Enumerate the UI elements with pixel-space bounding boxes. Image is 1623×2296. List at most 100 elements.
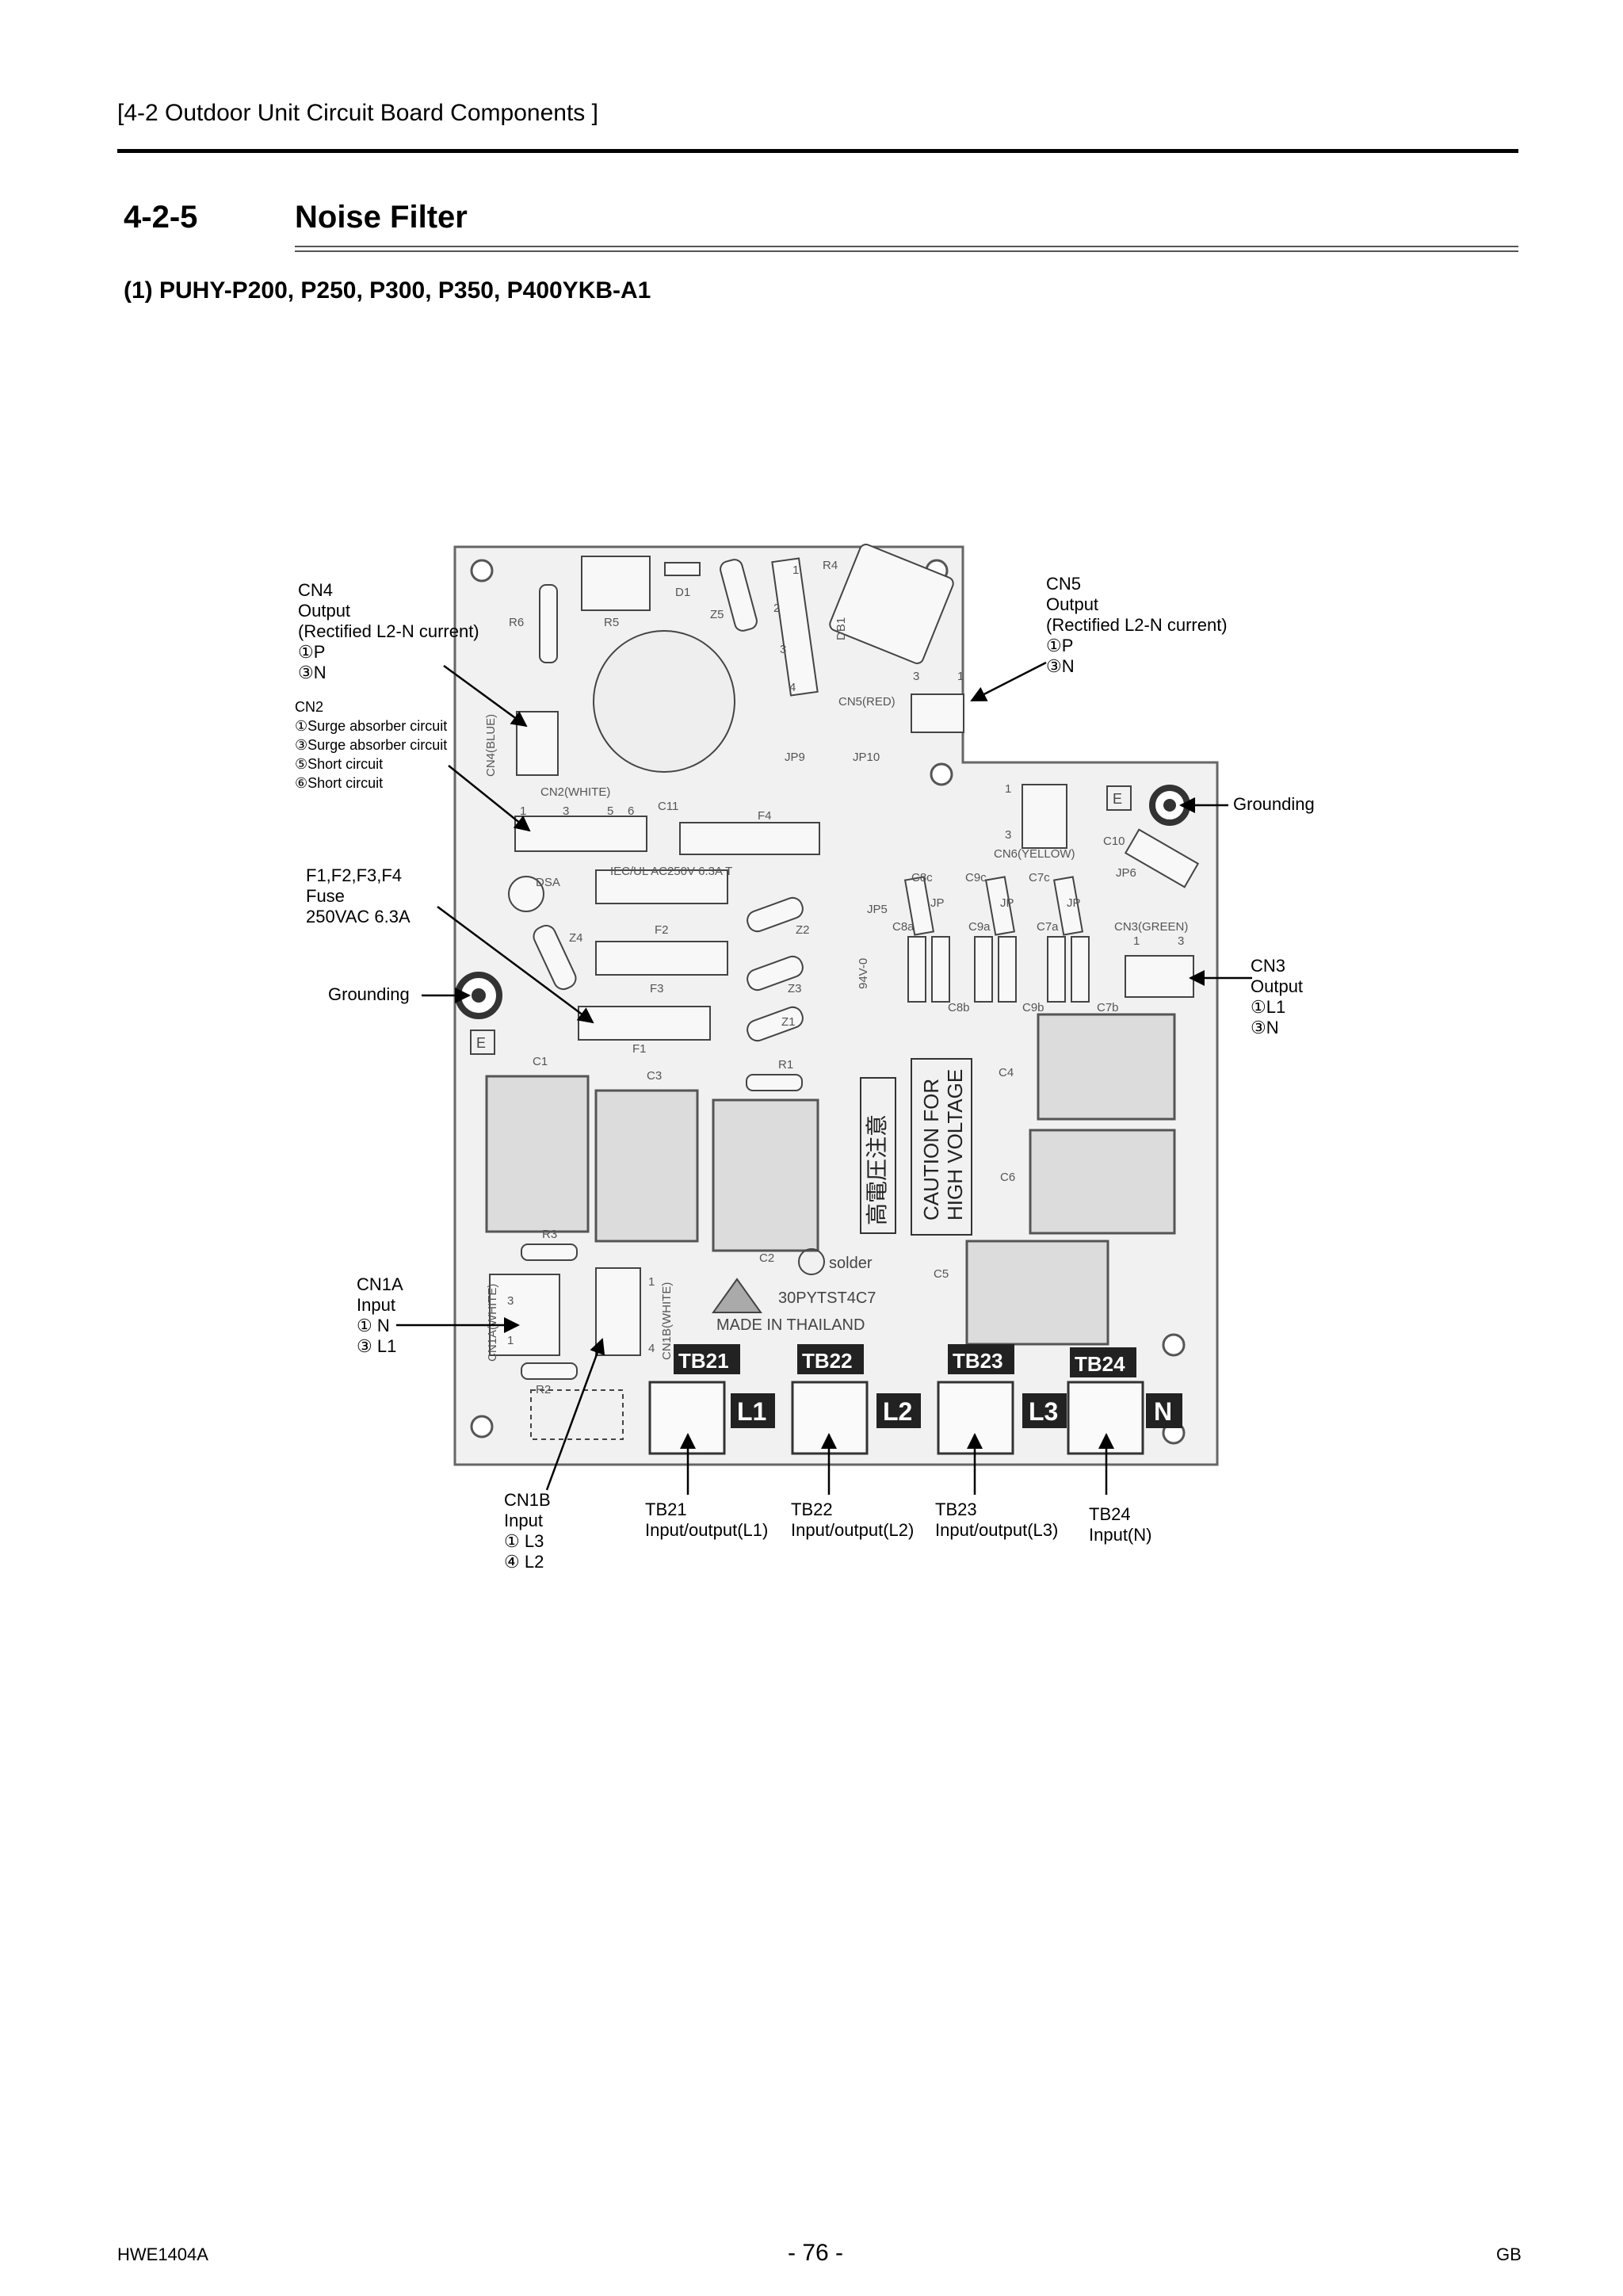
fuse-rating: 250VAC 6.3A	[306, 907, 411, 926]
fuse-name: F1,F2,F3,F4	[306, 865, 403, 885]
n-tag	[1146, 1393, 1182, 1428]
cn2-name: CN2	[295, 699, 324, 715]
cn5-role: Output	[1046, 594, 1099, 614]
n-silk: N	[1154, 1397, 1172, 1426]
capacitor-c1	[485, 1075, 590, 1233]
cn4-pin3: ③N	[298, 663, 327, 682]
cn1b-role: Input	[504, 1511, 543, 1530]
cn3-label: CN3 Output ①L1 ③N	[1251, 956, 1303, 1038]
region-code: GB	[1496, 2244, 1522, 2264]
cn2-pin6: ⑥Short circuit	[295, 775, 384, 791]
silk-c9b: C9b	[1022, 1001, 1044, 1014]
silk-pin: 5	[607, 804, 613, 818]
silk-db1: DB1	[834, 617, 848, 640]
cn1b-pin1: ① L3	[504, 1531, 544, 1551]
tb21-silk: TB21	[678, 1349, 729, 1373]
silk-c7b: C7b	[1097, 1001, 1119, 1014]
silk-pin: 1	[1005, 782, 1011, 796]
kanji-caution: 高電圧注意	[865, 1114, 889, 1225]
tb23-silk: TB23	[953, 1349, 1003, 1373]
silk-pin: 1	[520, 804, 526, 818]
electrolytic-capacitor	[593, 630, 735, 773]
cn4-label: CN4 Output (Rectified L2-N current) ①P ③…	[298, 580, 479, 683]
silk-cn6: CN6(YELLOW)	[994, 847, 1075, 861]
kanji-panel	[860, 1077, 896, 1234]
silk-cn5: CN5(RED)	[838, 695, 896, 709]
section-number: 4-2-5	[124, 200, 198, 235]
arrow-cn2	[448, 765, 531, 832]
silk-c5: C5	[934, 1267, 949, 1281]
tb24-role: Input(N)	[1089, 1525, 1152, 1545]
arrow-fuse	[437, 905, 594, 1024]
grounding-right-label: Grounding	[1233, 794, 1315, 814]
zener-z5	[720, 559, 758, 632]
caution-line-1: CAUTION FOR	[919, 1079, 943, 1221]
silk-pin: 3	[913, 670, 919, 683]
resistor-r6	[539, 584, 558, 663]
cn3-pin1: ①L1	[1251, 997, 1286, 1017]
grounding-left-label: Grounding	[328, 984, 410, 1004]
tb23-tag	[948, 1344, 1014, 1374]
r5-block	[581, 556, 651, 611]
logo-triangle	[712, 1278, 762, 1313]
silk-dsa: DSA	[536, 876, 560, 889]
page-number: - 76 -	[788, 2240, 844, 2266]
silk-cn2: CN2(WHITE)	[540, 785, 610, 799]
cn6-connector	[1022, 784, 1067, 849]
pb-solder-mark	[798, 1248, 825, 1275]
l3-tag	[1022, 1393, 1067, 1428]
silk-c10: C10	[1103, 835, 1125, 848]
silk-rating: 94V-0	[857, 958, 870, 989]
silk-made-in: MADE IN THAILAND	[716, 1316, 865, 1334]
silk-c9c: C9c	[965, 871, 987, 884]
fuse-f4	[679, 822, 820, 855]
tb21-name: TB21	[645, 1499, 687, 1519]
cn1b-label: CN1B Input ① L3 ④ L2	[504, 1490, 551, 1572]
cn4-role: Output	[298, 601, 351, 621]
silk-pin: 3	[563, 804, 569, 818]
l1-tag	[731, 1393, 775, 1428]
silk-r2: R2	[536, 1383, 551, 1396]
arrow-cn4	[443, 664, 528, 728]
varistor-z2	[747, 896, 804, 933]
cn4-note: (Rectified L2-N current)	[298, 621, 479, 641]
cn2-connector	[514, 816, 647, 852]
silk-jp5: JP5	[867, 903, 888, 916]
varistor-z4	[533, 924, 577, 991]
silk-z3: Z3	[788, 982, 802, 995]
silk-c9a: C9a	[968, 920, 991, 934]
header-rule	[117, 149, 1518, 153]
cn5-pin3: ③N	[1046, 656, 1075, 676]
resistor-r4	[829, 544, 954, 664]
silk-c8b: C8b	[948, 1001, 970, 1014]
cn2-pin3: ③Surge absorber circuit	[295, 737, 448, 753]
grounding-mark-right: E	[1113, 791, 1122, 807]
grounding-mark-left: E	[476, 1035, 486, 1051]
silk-cn1b: CN1B(WHITE)	[660, 1282, 674, 1360]
cn3-role: Output	[1251, 976, 1304, 996]
cn1a-connector	[489, 1274, 560, 1356]
cn4-connector	[516, 711, 559, 776]
cn1b-pin4: ④ L2	[504, 1552, 544, 1572]
capacitor-c5	[965, 1240, 1109, 1346]
cn1b-name: CN1B	[504, 1490, 551, 1510]
silk-r4: R4	[823, 559, 838, 572]
varistor-z3	[747, 955, 804, 991]
silk-z4: Z4	[569, 931, 583, 945]
silk-z2: Z2	[796, 923, 810, 937]
arrow-cn5	[970, 661, 1047, 702]
subsection-title: (1) PUHY-P200, P250, P300, P350, P400YKB…	[124, 277, 651, 304]
fuse-f2	[595, 869, 728, 904]
cn4-name: CN4	[298, 580, 334, 600]
cn1a-name: CN1A	[357, 1274, 403, 1294]
title-rule	[295, 246, 1518, 247]
silk-jp6: JP6	[1116, 866, 1136, 880]
silk-f1: F1	[632, 1042, 647, 1056]
arrow-cn1b	[545, 1338, 605, 1491]
silk-pin: 1	[648, 1275, 655, 1289]
dashed-box	[530, 1389, 624, 1440]
cn1a-label: CN1A Input ① N ③ L1	[357, 1274, 403, 1357]
silk-cn3: CN3(GREEN)	[1114, 920, 1188, 934]
silk-pin: 4	[648, 1342, 655, 1355]
tb24-silk: TB24	[1075, 1352, 1125, 1376]
